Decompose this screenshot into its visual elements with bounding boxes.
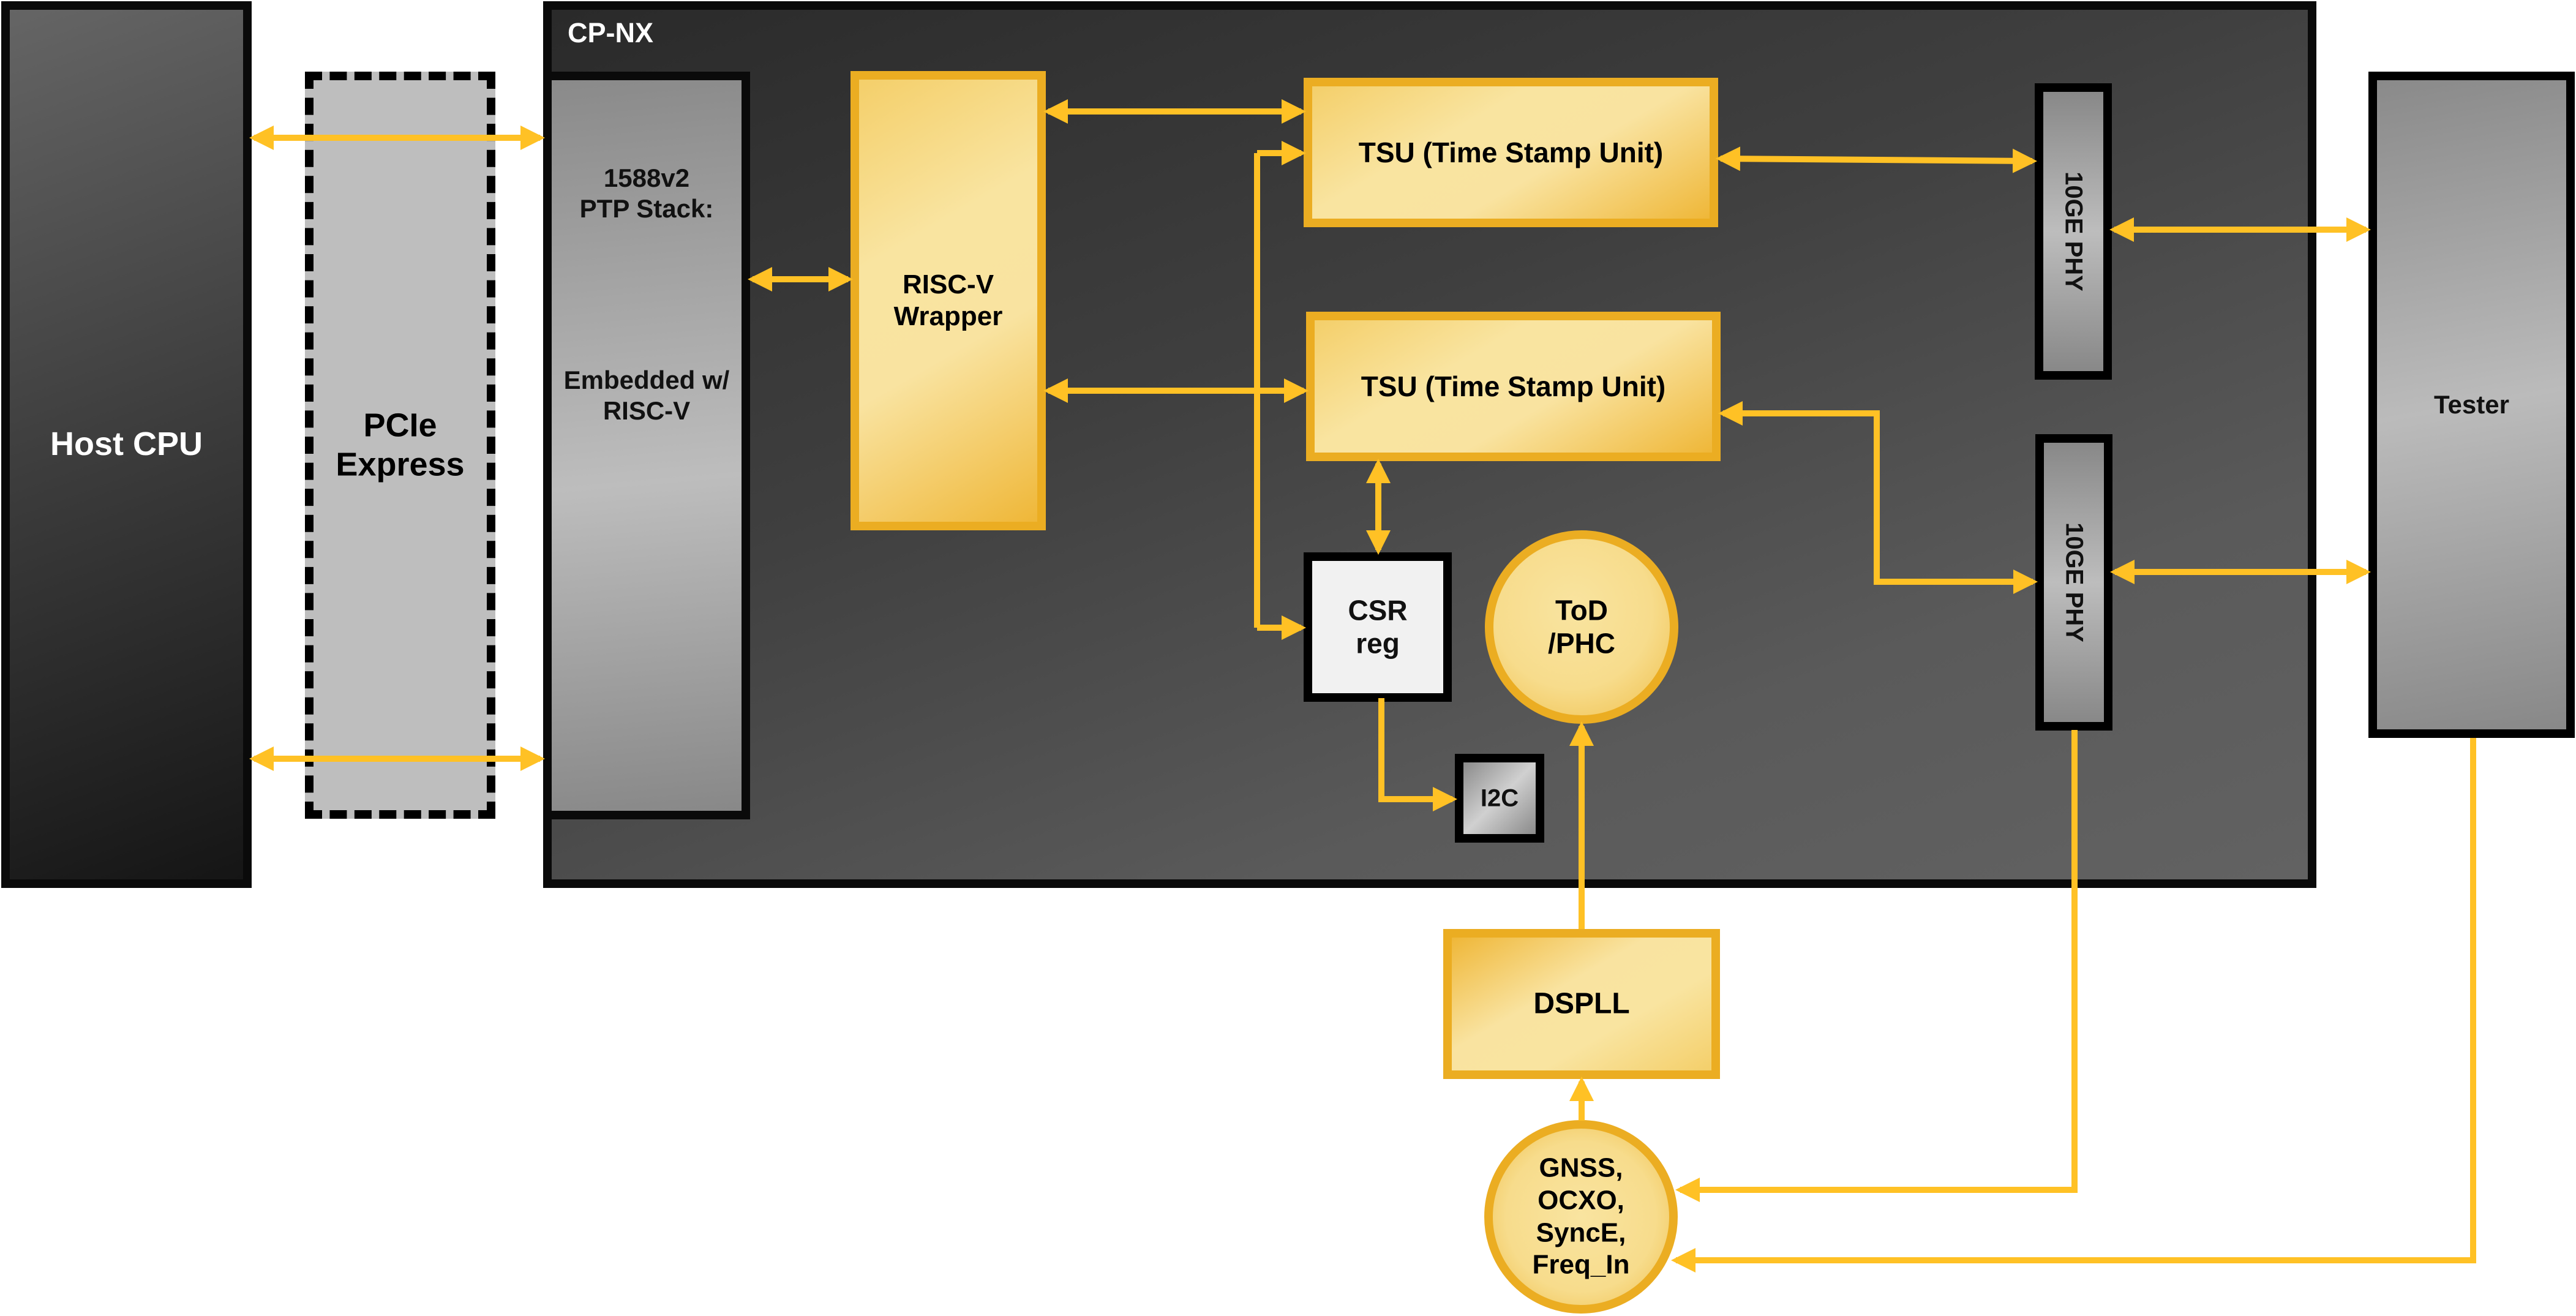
- i2c-label: I2C: [1480, 784, 1519, 811]
- clock-sources-circle: GNSS, OCXO, SyncE, Freq_In: [1484, 1120, 1678, 1314]
- host-cpu-block: Host CPU: [1, 1, 252, 888]
- i2c-block: I2C: [1455, 754, 1544, 843]
- tsu-2-label: TSU (Time Stamp Unit): [1361, 370, 1666, 402]
- pcie-express-block: PCIe Express: [305, 72, 495, 819]
- riscv-wrapper-block: RISC-V Wrapper: [851, 71, 1046, 530]
- tsu-1-label: TSU (Time Stamp Unit): [1358, 136, 1664, 168]
- dspll-block: DSPLL: [1443, 929, 1720, 1079]
- host-cpu-label: Host CPU: [50, 426, 203, 463]
- tsu-block-1: TSU (Time Stamp Unit): [1304, 78, 1718, 227]
- ptp-stack-title: 1588v2 PTP Stack:: [552, 163, 742, 224]
- pcie-label: PCIe Express: [314, 406, 487, 484]
- csr-line1: CSR: [1348, 594, 1408, 626]
- clock-line2: OCXO,: [1538, 1185, 1624, 1216]
- pcie-label-line2: Express: [336, 446, 465, 483]
- 10ge-phy-block-2: 10GE PHY: [2035, 434, 2112, 731]
- 10ge-phy-block-1: 10GE PHY: [2035, 83, 2112, 380]
- tod-line2: /PHC: [1548, 628, 1615, 660]
- ptp-line1: 1588v2: [603, 164, 690, 192]
- tod-line1: ToD: [1555, 594, 1608, 626]
- phy-2-label: 10GE PHY: [2060, 522, 2088, 642]
- tsu-block-2: TSU (Time Stamp Unit): [1306, 312, 1721, 461]
- clock-line4: Freq_In: [1532, 1249, 1630, 1280]
- clock-line3: SyncE,: [1536, 1217, 1626, 1247]
- tod-phc-label: ToD /PHC: [1493, 594, 1670, 661]
- csr-reg-label: CSR reg: [1312, 594, 1443, 661]
- dspll-label: DSPLL: [1533, 987, 1630, 1020]
- pcie-label-line1: PCIe: [363, 407, 437, 444]
- csr-line2: reg: [1356, 628, 1400, 660]
- tester-block: Tester: [2368, 72, 2575, 738]
- tod-phc-circle: ToD /PHC: [1485, 530, 1678, 724]
- ptp-stack-subtitle: Embedded w/ RISC-V: [552, 365, 742, 426]
- riscv-line1: RISC-V: [902, 269, 994, 300]
- ptp-line3: Embedded w/: [563, 366, 730, 394]
- clock-line1: GNSS,: [1539, 1152, 1623, 1183]
- cp-nx-title: CP-NX: [568, 17, 654, 48]
- riscv-line2: Wrapper: [893, 301, 1003, 331]
- ptp-line2: PTP Stack:: [579, 194, 714, 223]
- clock-sources-label: GNSS, OCXO, SyncE, Freq_In: [1493, 1152, 1669, 1281]
- phy-1-label: 10GE PHY: [2060, 171, 2087, 291]
- csr-reg-block: CSR reg: [1304, 552, 1452, 702]
- ptp-stack-block: 1588v2 PTP Stack: Embedded w/ RISC-V: [543, 72, 750, 819]
- riscv-wrapper-label: RISC-V Wrapper: [859, 269, 1037, 333]
- tester-label: Tester: [2434, 390, 2509, 419]
- ptp-line4: RISC-V: [603, 396, 691, 425]
